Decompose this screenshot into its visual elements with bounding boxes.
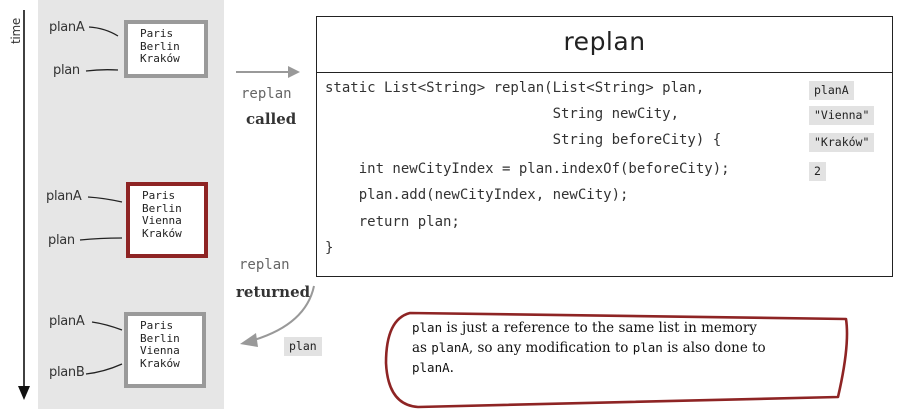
list-item: Kraków xyxy=(140,52,180,65)
variable-label: plan xyxy=(48,233,75,248)
reference-arrows xyxy=(79,196,123,241)
index-value-chip: 2 xyxy=(809,162,826,181)
code-line: static List<String> replan(List<String> … xyxy=(325,80,705,96)
list-item: Kraków xyxy=(140,356,180,370)
method-header: replan xyxy=(317,17,892,73)
note-text: is also done to xyxy=(662,340,766,356)
code-line: } xyxy=(325,240,334,256)
list-item: Vienna xyxy=(140,344,180,357)
variable-label: planA xyxy=(49,20,85,35)
call-arrow xyxy=(236,66,300,78)
city-list-box: Paris Berlin Vienna Kraków xyxy=(124,312,206,388)
variable-label: planB xyxy=(49,365,85,380)
note-text: is just a reference to the same list in … xyxy=(412,320,757,356)
note-text: , so any modification to xyxy=(468,340,633,356)
replan-called-label: called xyxy=(246,110,297,128)
city-list-box-modified: Paris Berlin Vienna Kraków xyxy=(126,182,208,258)
explanation-note: plan is just a reference to the same lis… xyxy=(412,318,772,378)
reference-arrows xyxy=(85,321,123,375)
code-line: return plan; xyxy=(325,214,460,230)
note-outline xyxy=(384,311,849,409)
code-line: plan.add(newCityIndex, newCity); xyxy=(325,187,629,203)
list-item: Berlin xyxy=(142,201,182,215)
returned-value-chip: plan xyxy=(284,337,322,356)
replan-returned-label: replan xyxy=(239,257,290,273)
return-arrow xyxy=(240,285,315,347)
note-text: . xyxy=(449,360,454,376)
argument-value-chip: planA xyxy=(809,81,854,100)
note-text: plan xyxy=(632,340,663,355)
list-item: Kraków xyxy=(142,226,182,240)
list-item: Paris xyxy=(140,27,174,40)
method-title: replan xyxy=(563,27,646,56)
list-item: Paris xyxy=(140,319,174,332)
list-item: Berlin xyxy=(140,39,180,53)
time-axis-arrow xyxy=(18,10,30,400)
replan-returned-label: returned xyxy=(236,283,311,301)
list-item: Vienna xyxy=(142,214,182,227)
argument-value-chip: "Vienna" xyxy=(809,106,875,125)
code-line: String beforeCity) { xyxy=(325,132,722,148)
method-code-box: replan xyxy=(316,16,893,277)
variable-label: planA xyxy=(46,189,82,204)
note-text: plan xyxy=(412,320,443,335)
reference-arrows xyxy=(85,26,119,72)
replan-called-label: replan xyxy=(241,86,292,102)
note-text: planA xyxy=(412,360,450,375)
argument-value-chip: "Kraków" xyxy=(809,133,875,152)
code-line: String newCity, xyxy=(325,106,680,122)
city-list-box: Paris Berlin Kraków xyxy=(124,20,208,78)
variable-label: planA xyxy=(49,314,85,329)
list-item: Paris xyxy=(142,189,176,202)
variable-label: plan xyxy=(53,63,80,78)
note-text: planA xyxy=(431,340,469,355)
list-item: Berlin xyxy=(140,331,180,345)
code-line: int newCityIndex = plan.indexOf(beforeCi… xyxy=(325,161,730,177)
